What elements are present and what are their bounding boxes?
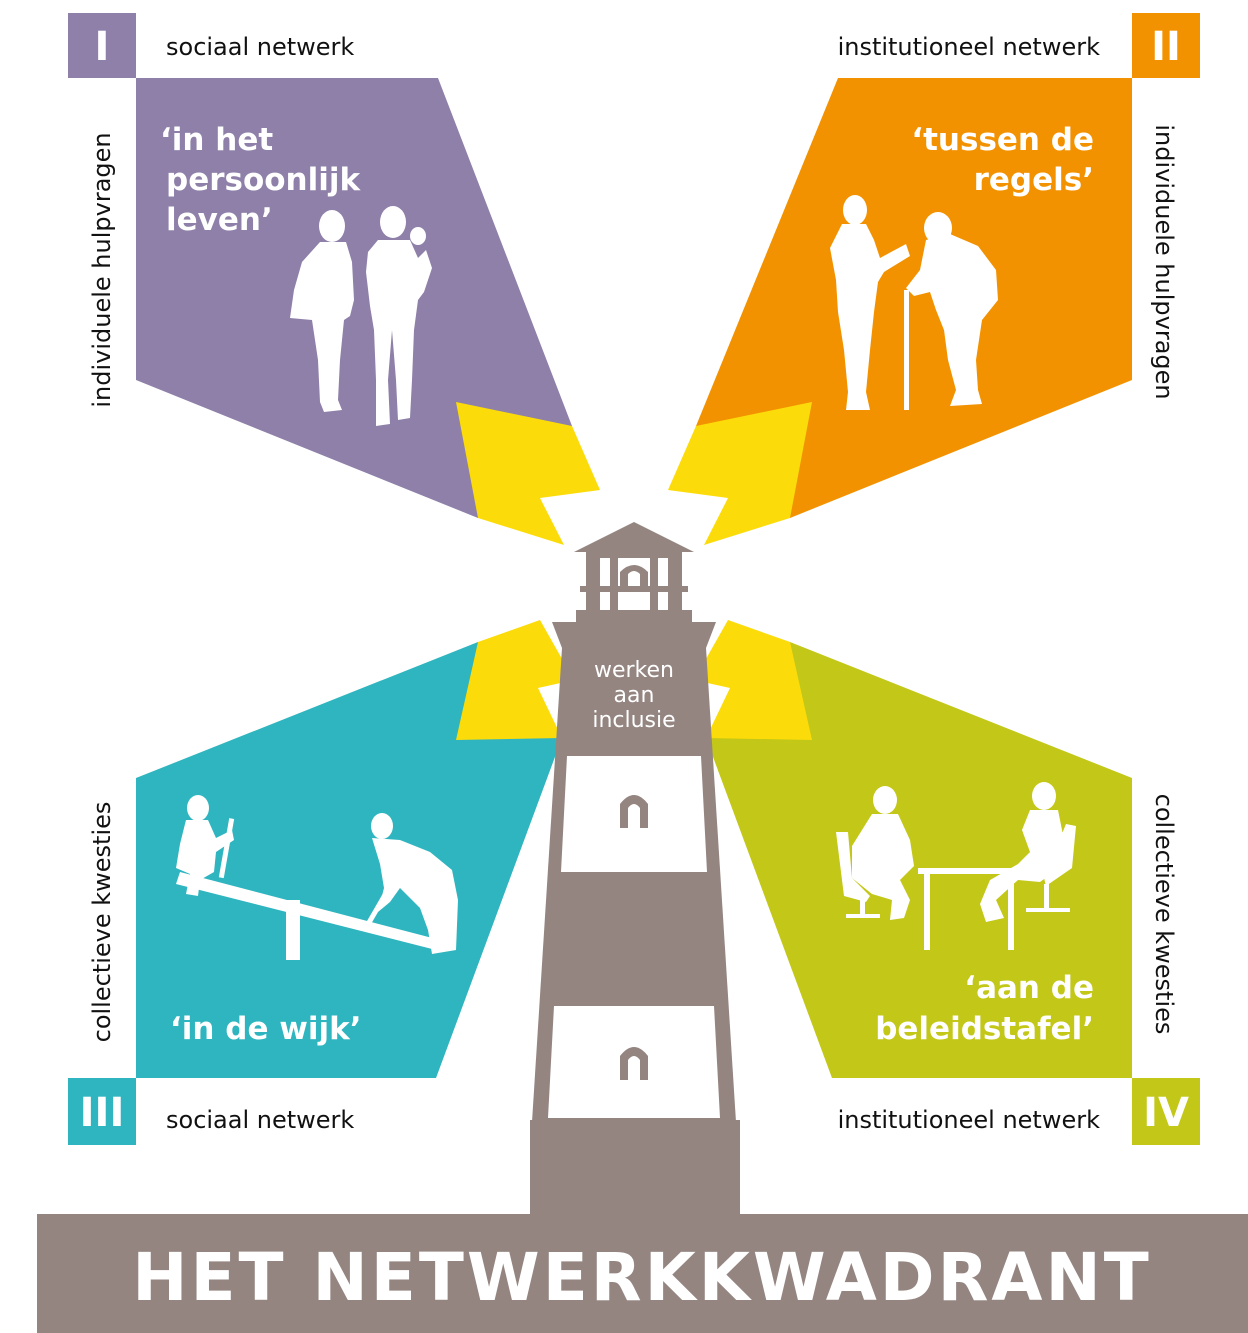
light-ray-top-right: [668, 402, 812, 545]
quadrant-1-network-label: sociaal netwerk: [166, 33, 354, 61]
quadrant-3-network-label: sociaal netwerk: [166, 1106, 354, 1134]
quadrant-2-side-label: individuele hulpvragen: [1150, 124, 1178, 399]
quadrant-3-side-label: collectieve kwesties: [88, 802, 116, 1043]
light-ray-bottom-right: [694, 620, 812, 740]
lighthouse-text-line-2: aan: [614, 683, 655, 708]
quadrant-4-quote-line-2: beleidstafel’: [875, 1011, 1094, 1047]
people-talking-silhouette: [290, 206, 432, 426]
quadrant-3-number: III: [80, 1090, 125, 1136]
quadrant-4-number: IV: [1143, 1090, 1189, 1136]
lighthouse-lantern-post-mid-left: [610, 552, 618, 610]
lighthouse-lantern-arch: [620, 565, 648, 586]
lighthouse-gallery: [552, 622, 716, 648]
quadrant-1-number-box: [68, 13, 136, 78]
title-banner: [37, 1214, 1248, 1333]
lighthouse-lantern-post-left: [586, 552, 600, 610]
quadrant-4-number-box: [1132, 1078, 1200, 1145]
quadrant-1-number: I: [95, 24, 110, 70]
quadrant-1-side-label: individuele hulpvragen: [88, 132, 116, 407]
quadrant-1-quote-line-2: persoonlijk: [166, 162, 361, 198]
light-ray-top-left: [456, 402, 600, 545]
quadrant-4-panel: [706, 642, 1132, 1078]
quadrant-1-quote-line-1: ‘in het: [160, 122, 273, 158]
lighthouse-lantern-top: [586, 552, 682, 558]
quadrant-2-quote-line-1: ‘tussen de: [911, 122, 1094, 158]
meeting-table-silhouette: [836, 782, 1076, 950]
quadrant-3-number-box: [68, 1078, 136, 1145]
lighthouse-white-band-lower: [548, 1006, 720, 1118]
lighthouse-window-lower: [620, 1047, 648, 1080]
quadrant-2-quote-line-2: regels’: [974, 162, 1094, 198]
quadrant-4-side-label: collectieve kwesties: [1150, 794, 1178, 1035]
lighthouse-white-band-upper: [561, 756, 707, 872]
light-ray-bottom-left: [456, 620, 574, 740]
quadrant-2-network-label: institutioneel netwerk: [838, 33, 1101, 61]
quadrant-1-quote-line-3: leven’: [166, 202, 273, 238]
quadrant-4-quote-line-1: ‘aan de: [964, 970, 1094, 1006]
lighthouse-window-upper: [620, 795, 648, 828]
lighthouse-text-line-3: inclusie: [592, 708, 675, 733]
quadrant-4-network-label: institutioneel netwerk: [838, 1106, 1101, 1134]
page-title: HET NETWERKKWADRANT: [132, 1239, 1152, 1316]
lighthouse-roof: [574, 522, 694, 552]
seesaw-silhouette: [176, 795, 458, 960]
lighthouse: werken aan inclusie: [530, 522, 740, 1218]
quadrant-3-panel: [136, 642, 562, 1078]
quadrant-3-quote-line-1: ‘in de wijk’: [170, 1011, 362, 1047]
quadrant-2-number: II: [1151, 24, 1181, 70]
lighthouse-base-block: [530, 1120, 740, 1218]
lighthouse-lantern-base: [576, 610, 692, 622]
quadrant-2-number-box: [1132, 13, 1200, 78]
lighthouse-lantern-post-right: [668, 552, 682, 610]
elderly-people-silhouette: [830, 195, 998, 410]
lighthouse-text-line-1: werken: [594, 658, 674, 683]
lighthouse-lantern-post-mid-right: [650, 552, 658, 610]
lighthouse-lantern-rail: [580, 586, 688, 592]
